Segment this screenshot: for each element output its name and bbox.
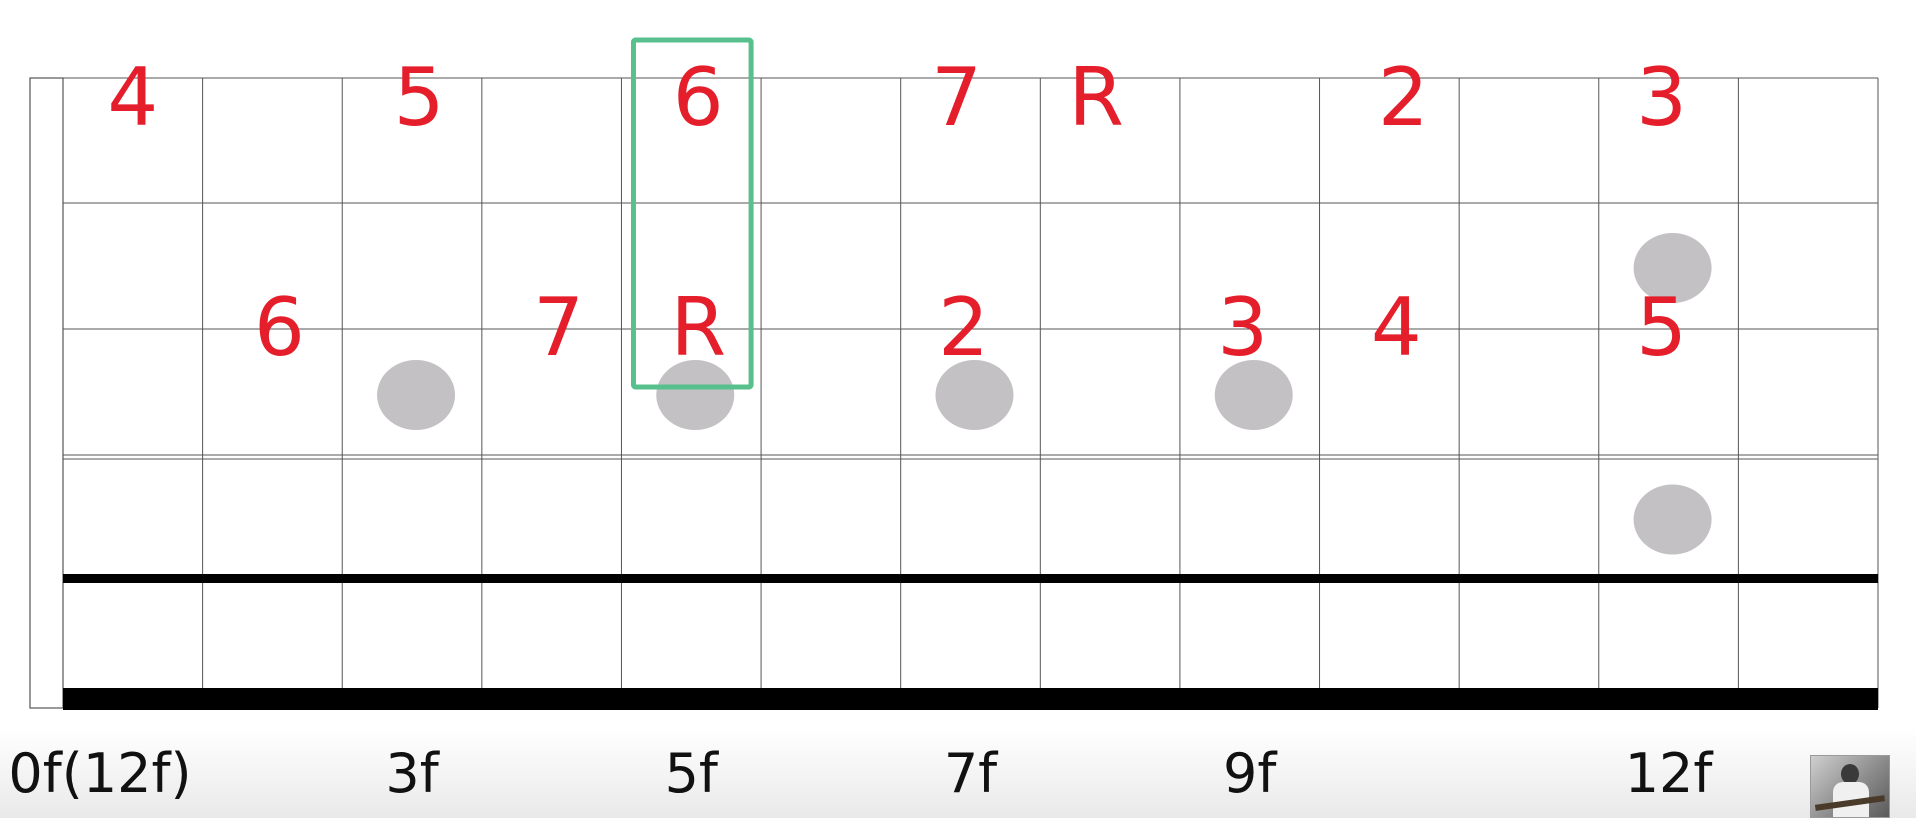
fret-number-label: 9f <box>1223 742 1277 805</box>
scale-degree-label: 3 <box>1636 51 1687 144</box>
scale-degree-label: 4 <box>1371 281 1422 374</box>
string-line-heavy <box>63 574 1878 583</box>
scale-degree-label: 6 <box>254 281 305 374</box>
scale-degree-label: 6 <box>673 51 724 144</box>
position-dot <box>1214 360 1293 430</box>
fret-number-label: 3f <box>385 742 439 805</box>
fret-number-label: 5f <box>664 742 718 805</box>
scale-degree-label: 7 <box>533 281 584 374</box>
scale-degree-label: R <box>1068 51 1124 144</box>
scale-degree-label: R <box>670 281 726 374</box>
nut <box>29 77 64 709</box>
scale-degree-label: 5 <box>394 51 445 144</box>
highlight-box <box>630 37 754 390</box>
scale-degree-label: 5 <box>1636 281 1687 374</box>
scale-degree-label: 7 <box>931 51 982 144</box>
fret-number-label: 7f <box>943 742 998 805</box>
scale-degree-label: 2 <box>938 281 989 374</box>
position-dot <box>1633 233 1712 303</box>
position-dot <box>656 360 735 430</box>
position-dot <box>1633 484 1712 555</box>
position-dot <box>377 360 456 430</box>
string-line-heavy <box>63 688 1878 710</box>
scale-degree-label: 2 <box>1378 51 1429 144</box>
scale-degree-label: 3 <box>1217 281 1268 374</box>
position-dot <box>935 360 1014 430</box>
fret-number-label: 0f(12f) <box>8 742 192 805</box>
fret-label-bar <box>0 728 1916 818</box>
fret-number-label: 12f <box>1624 742 1713 805</box>
video-thumbnail-icon[interactable] <box>1810 755 1890 818</box>
scale-degree-label: 4 <box>107 51 158 144</box>
